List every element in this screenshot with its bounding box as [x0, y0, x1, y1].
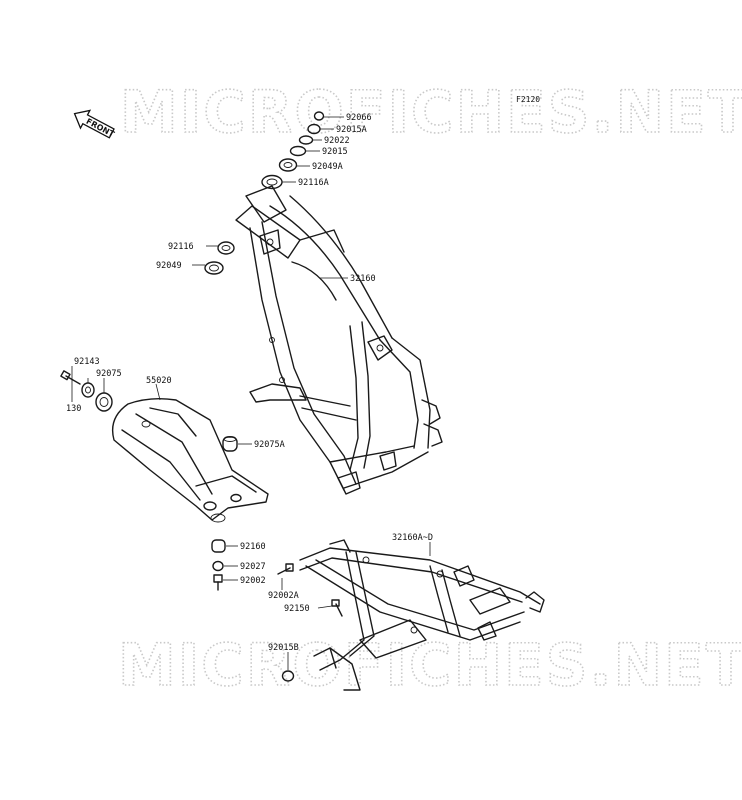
- part-label-92143: 92143: [74, 357, 100, 367]
- part-label-92002A: 92002A: [268, 591, 299, 601]
- part-label-92022: 92022: [324, 136, 350, 146]
- part-label-92066: 92066: [346, 113, 372, 123]
- part-label-92027: 92027: [240, 562, 266, 572]
- watermark-bottom: MICROFICHES.NET: [118, 631, 742, 699]
- lower-bearing-icons: [204, 241, 235, 275]
- washer-92143-icon: [81, 382, 95, 398]
- part-label-92015A: 92015A: [336, 125, 367, 135]
- bolt-130-icon: [60, 370, 81, 385]
- bolt-92150-icon: [331, 599, 343, 617]
- front-arrow-icon: FRONT: [73, 109, 117, 140]
- part-label-92075: 92075: [96, 369, 122, 379]
- front-label: FRONT: [85, 117, 117, 140]
- grommet-92075-icon: [95, 392, 113, 412]
- part-label-92015B: 92015B: [268, 643, 299, 653]
- part-label-92015: 92015: [322, 147, 348, 157]
- collar-92160-icon: [211, 539, 226, 553]
- part-label-92160: 92160: [240, 542, 266, 552]
- part-label-130: 130: [66, 404, 81, 414]
- part-label-92150: 92150: [284, 604, 310, 614]
- part-label-92002: 92002: [240, 576, 266, 586]
- part-label-32160A-D: 32160A~D: [392, 533, 433, 543]
- part-label-55020: 55020: [146, 376, 172, 386]
- part-label-92049A: 92049A: [312, 162, 343, 172]
- steering-stack-icon: [261, 111, 325, 190]
- grommet-92075A-icon: [222, 436, 238, 452]
- nut-92027-icon: [212, 560, 224, 572]
- part-label-92116A: 92116A: [298, 178, 329, 188]
- diagram-code: F2120: [516, 95, 540, 104]
- skid-plate-icon: [111, 397, 269, 523]
- bolt-92002-icon: [213, 574, 223, 591]
- leader-lines: [71, 116, 431, 670]
- part-label-92116: 92116: [168, 242, 194, 252]
- part-label-92049: 92049: [156, 261, 182, 271]
- sub-frame-icon: [299, 539, 545, 691]
- part-label-92075A: 92075A: [254, 440, 285, 450]
- bolt-92002A-icon: [277, 563, 294, 575]
- watermark-top: MICROFICHES.NET: [120, 78, 742, 146]
- nut-92015B-icon: [281, 670, 295, 682]
- part-label-32160: 32160: [350, 274, 376, 284]
- main-frame-icon: [235, 185, 443, 495]
